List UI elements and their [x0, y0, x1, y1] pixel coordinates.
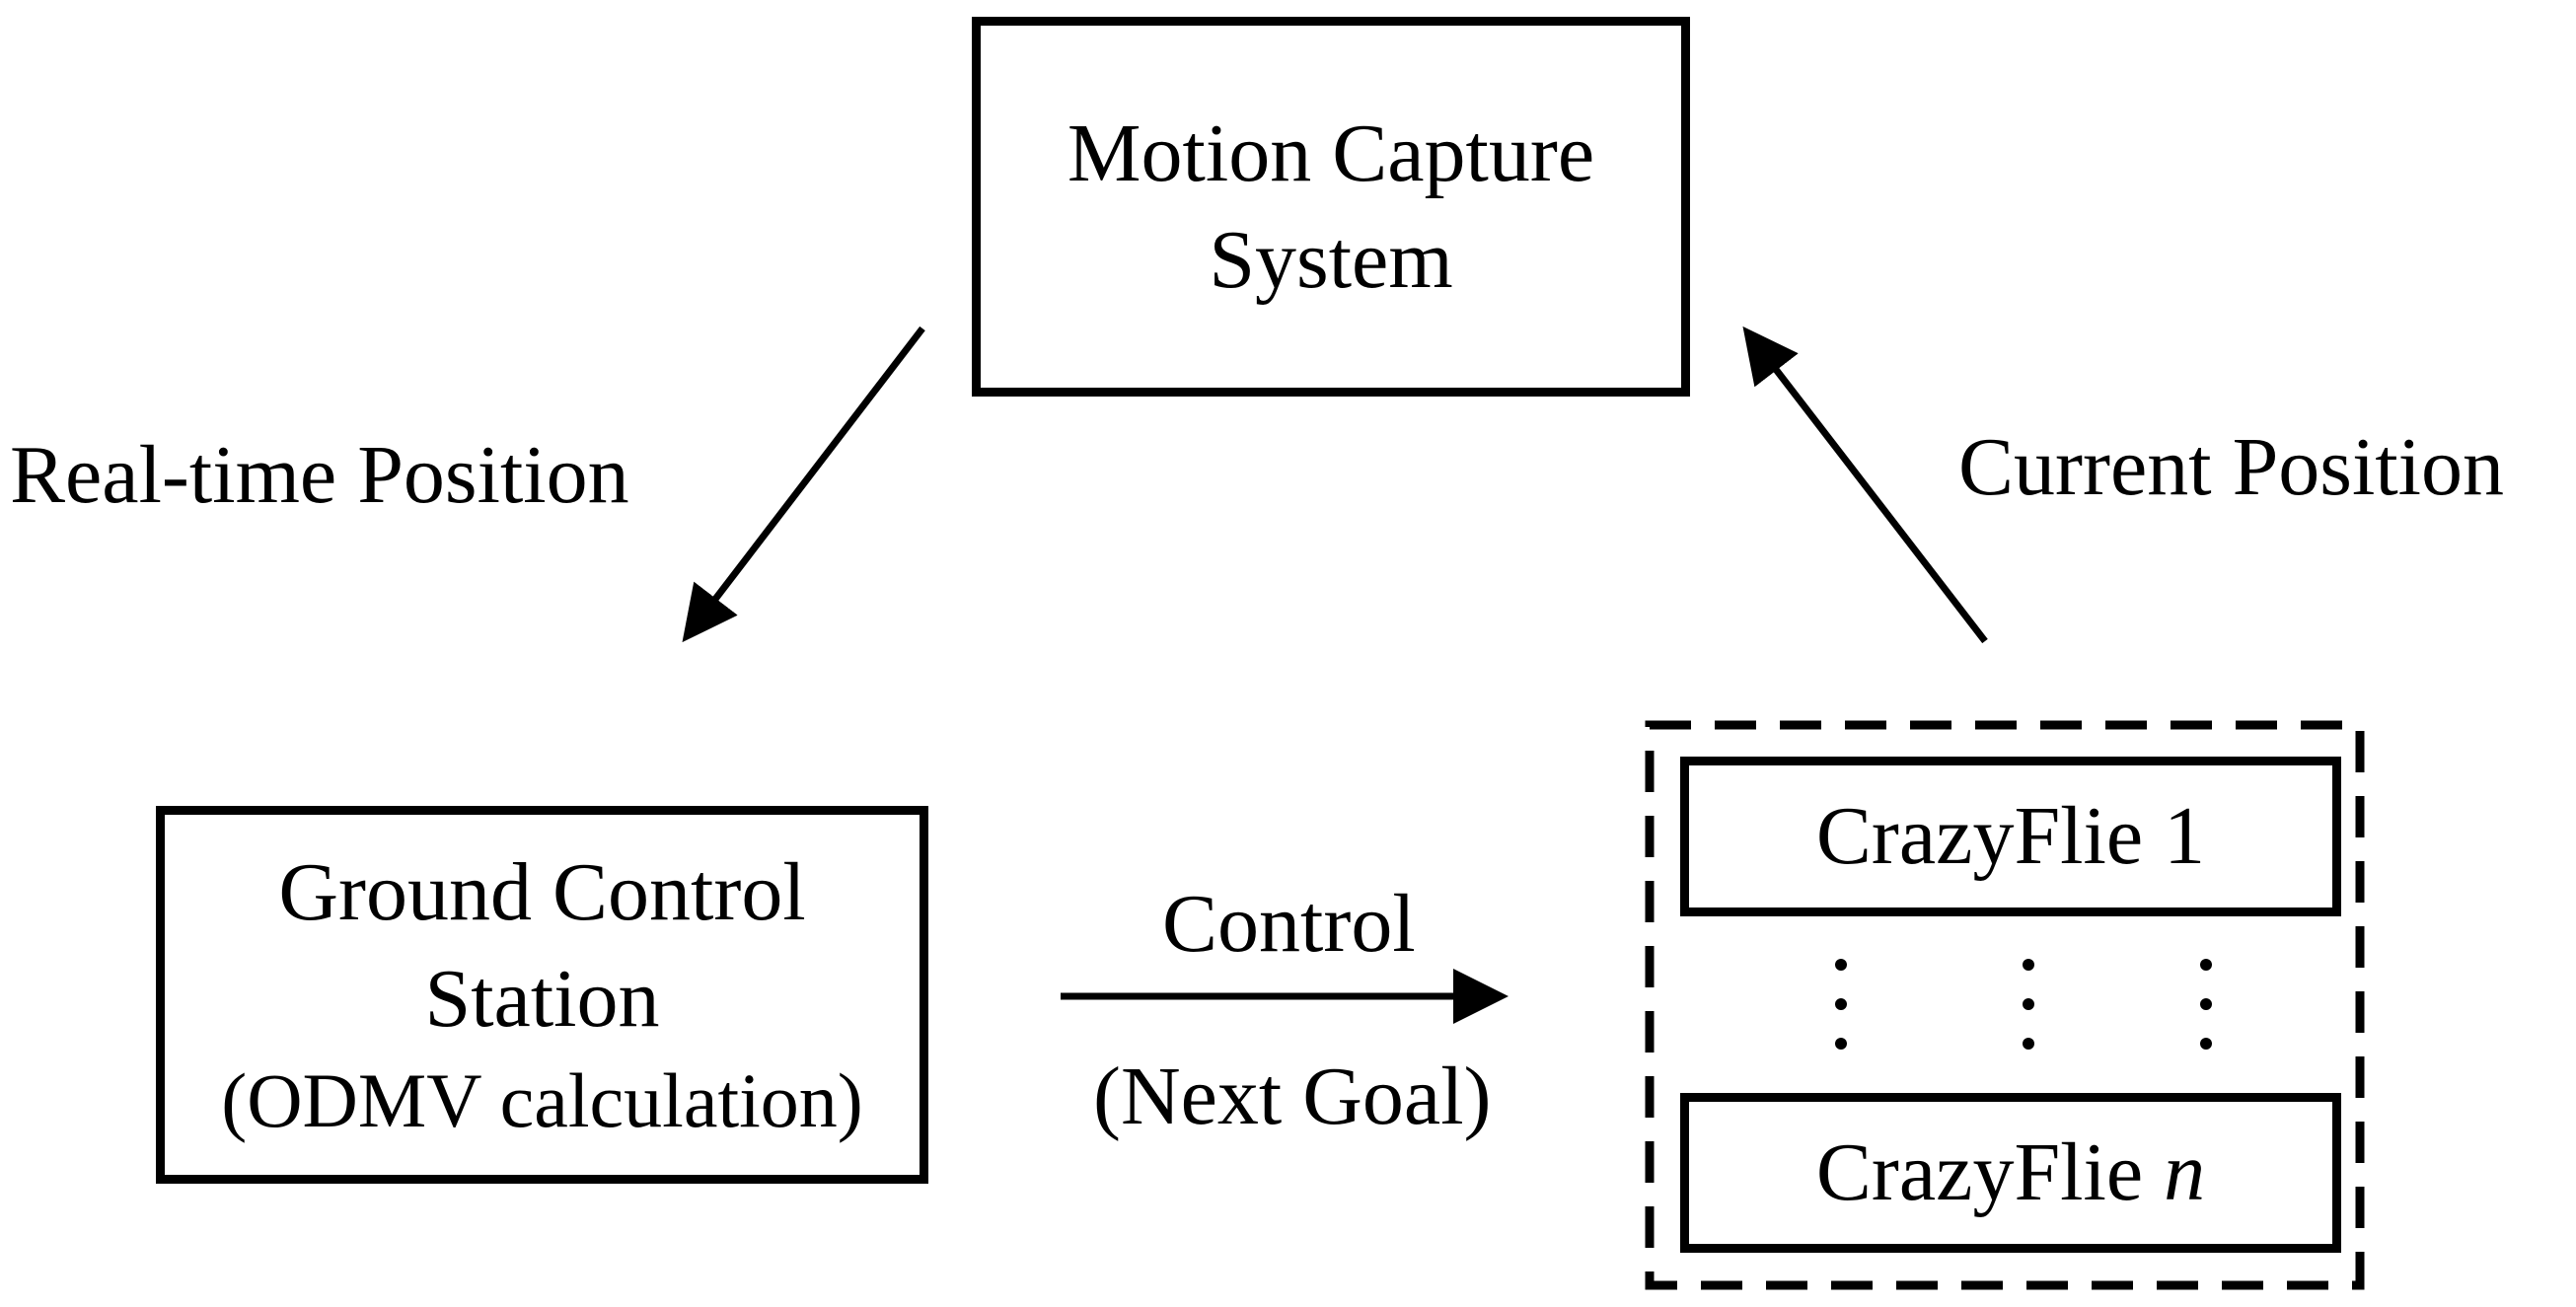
control-label: Control — [1162, 878, 1416, 970]
crazyflie-ellipsis — [1677, 947, 2348, 1075]
ellipsis-dot — [2023, 959, 2034, 971]
ellipsis-dot — [1835, 998, 1847, 1010]
motion-capture-line2: System — [1209, 213, 1453, 306]
ground-control-line2: Station — [424, 952, 660, 1045]
ellipsis-column-2 — [2023, 947, 2036, 1075]
ellipsis-column-1 — [1835, 947, 1849, 1075]
crazyflie-n-label: CrazyFlie n — [1816, 1120, 2205, 1226]
ellipsis-dot — [2200, 998, 2212, 1010]
crazyflie-n-index: n — [2164, 1126, 2206, 1219]
ellipsis-dot — [1835, 959, 1847, 971]
crazyflie-n-prefix: CrazyFlie — [1815, 1126, 2165, 1219]
ellipsis-dot — [2023, 998, 2034, 1010]
current-position-arrow — [1742, 326, 1988, 644]
ground-control-line3: (ODMV calculation) — [221, 1057, 863, 1144]
control-sublabel: (Next Goal) — [1093, 1051, 1492, 1142]
ground-control-box: Ground Control Station (ODMV calculation… — [156, 806, 928, 1184]
ellipsis-dot — [2200, 1038, 2212, 1050]
crazyflie-group-border — [1645, 720, 2365, 1290]
crazyflie-1-label: CrazyFlie 1 — [1815, 790, 2206, 883]
crazyflie-n-box: CrazyFlie n — [1680, 1093, 2341, 1253]
crazyflie-1-box: CrazyFlie 1 — [1680, 757, 2341, 916]
ellipsis-dot — [2200, 959, 2212, 971]
ellipsis-dot — [2023, 1038, 2034, 1050]
current-position-label: Current Position — [1958, 421, 2505, 513]
ellipsis-column-3 — [2200, 947, 2214, 1075]
motion-capture-box: Motion Capture System — [972, 17, 1690, 397]
realtime-position-arrow — [682, 326, 925, 643]
motion-capture-line1: Motion Capture — [1067, 107, 1595, 199]
realtime-position-label: Real-time Position — [10, 429, 629, 521]
ellipsis-dot — [1835, 1038, 1847, 1050]
ground-control-line1: Ground Control — [278, 846, 806, 939]
